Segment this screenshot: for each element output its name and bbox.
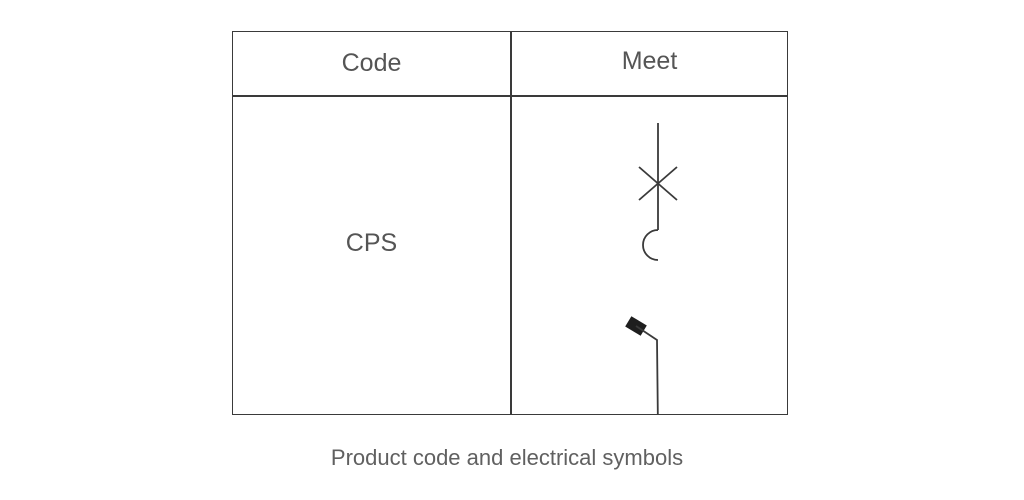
header-code: Code	[341, 49, 402, 77]
product-code-cell: CPS	[345, 229, 398, 257]
figure-caption: Product code and electrical symbols	[330, 445, 684, 470]
header-meet: Meet	[621, 47, 678, 75]
half-circle-mark	[642, 229, 659, 261]
product-table: Code Meet CPS	[232, 31, 788, 415]
electrical-symbol-icon	[625, 123, 678, 414]
cross-stroke-b	[638, 166, 678, 201]
switch-blade-line	[635, 325, 659, 414]
column-divider	[510, 32, 512, 414]
header-divider	[233, 95, 787, 97]
